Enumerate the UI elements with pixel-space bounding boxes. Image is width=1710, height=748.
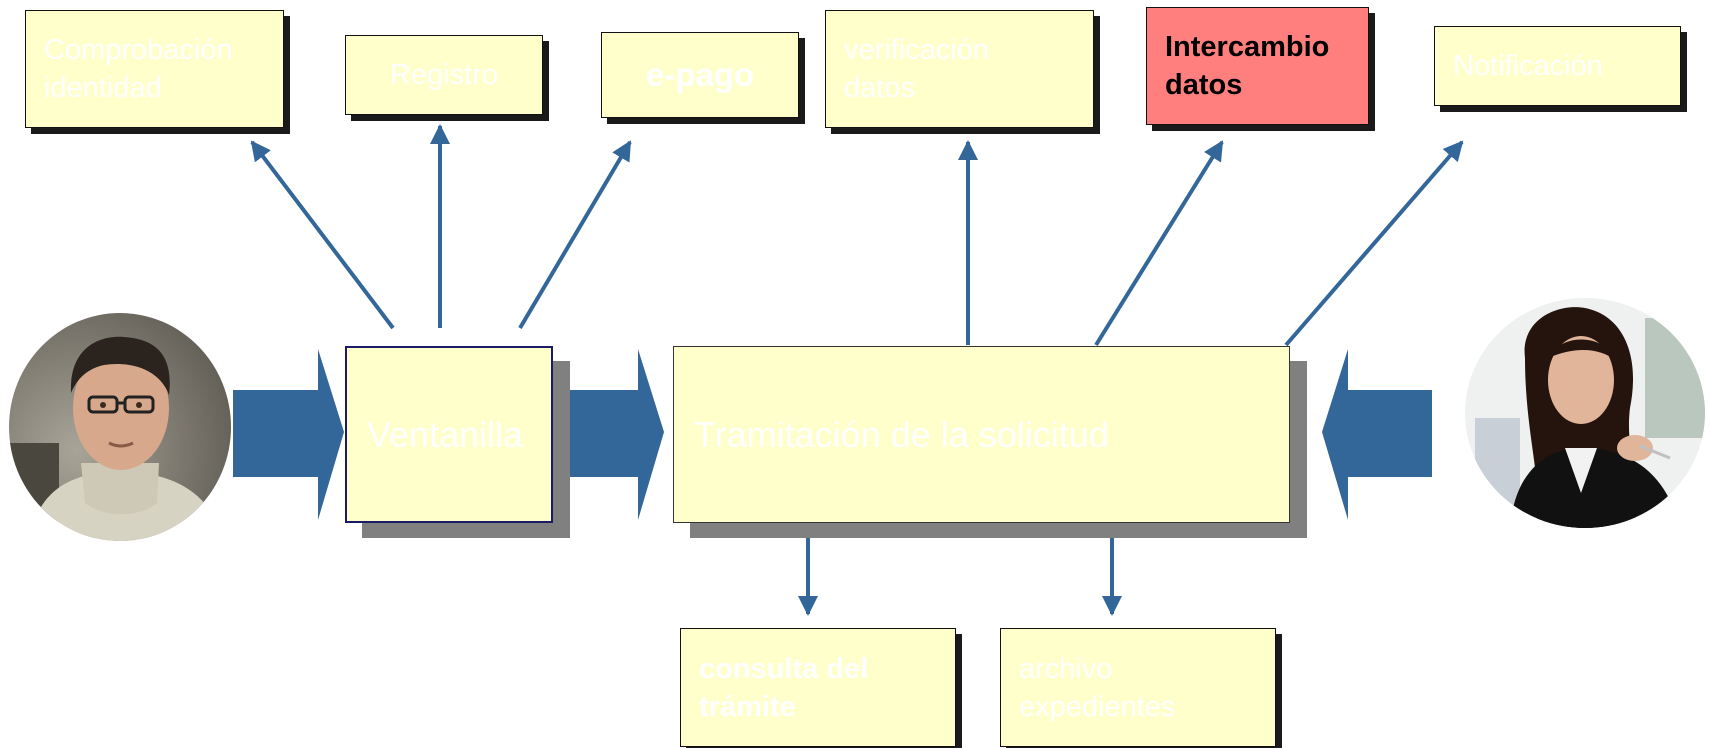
block-arrow-ventanilla-to-tramitacion [552,349,664,520]
arrow-to-intercambio [1094,140,1224,347]
arrow-to-epago [518,140,632,330]
arrow-to-notificacion [1284,140,1464,347]
tramitacion-label: Tramitación de la solicitud [694,413,1109,455]
service-intercambio-datos: Intercambio datos [1146,7,1369,125]
service-e-pago: e-pago [601,32,799,118]
ventanilla-box: Ventanilla [345,346,553,523]
block-arrow-official-to-tramitacion [1322,349,1432,520]
service-notificacion: Notificación [1434,26,1681,106]
citizen-photo-icon [9,313,231,541]
service-verificacion-datos: verificación datos [825,10,1094,128]
service-label: Intercambio datos [1165,31,1330,101]
block-arrow-citizen-to-ventanilla [233,349,344,520]
service-label: consulta del trámite [699,652,869,723]
arrow-to-comprobacion [250,140,395,330]
service-consulta-tramite: consulta del trámite [680,628,956,747]
ventanilla-label: Ventanilla [367,413,524,455]
service-label: verificación datos [844,34,990,104]
service-label: Comprobación identidad [44,34,233,104]
service-label: Registro [390,59,498,91]
service-registro: Registro [345,35,543,115]
service-archivo-expedientes: archivo expedientes [1000,628,1276,747]
official-photo-icon [1465,298,1705,528]
service-label: archivo expedientes [1019,652,1176,723]
tramitacion-box: Tramitación de la solicitud [673,346,1290,523]
service-comprobacion-identidad: Comprobación identidad [25,10,284,128]
service-label: Notificación [1453,50,1603,82]
service-label: e-pago [645,56,755,93]
